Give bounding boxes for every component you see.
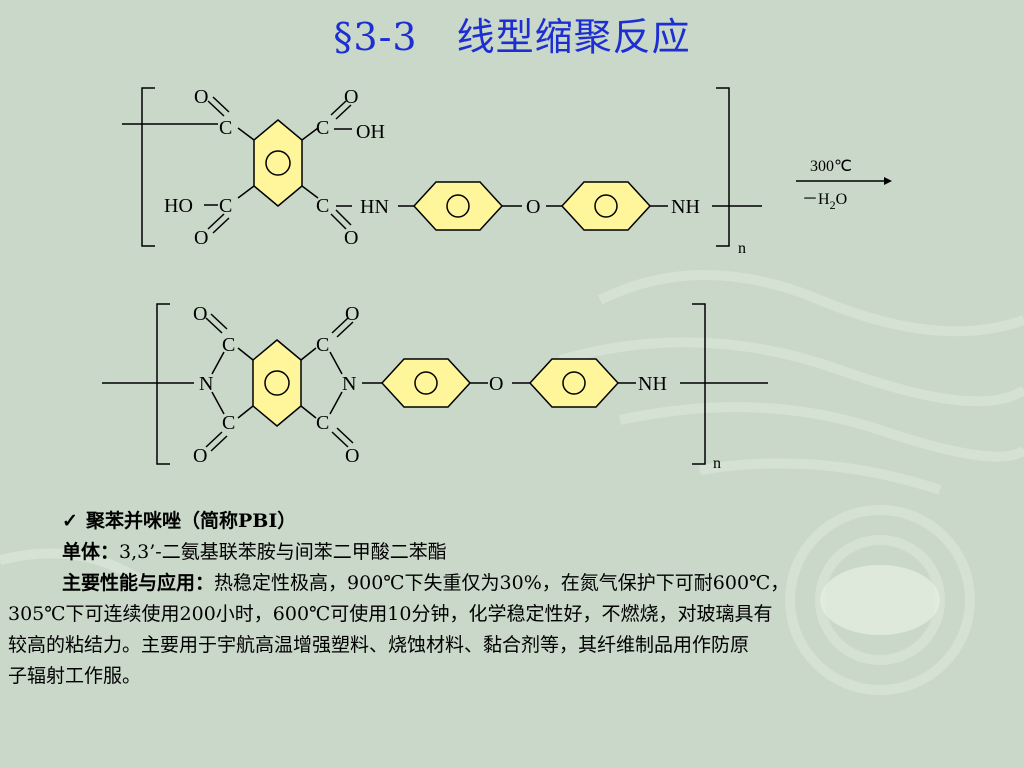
reaction-temperature: 300℃ [810,158,852,175]
svg-text:O: O [489,373,503,395]
svg-text:HN: HN [360,196,389,218]
performance-line-4: 子辐射工作服。 [8,665,142,687]
performance-line-2: 305℃下可连续使用200小时，600℃可使用10分钟，化学稳定性好，不燃烧，对… [8,603,773,625]
svg-text:OH: OH [356,121,385,143]
svg-text:O: O [344,227,358,249]
polyimide-structure [102,303,768,465]
svg-text:C: C [316,117,329,139]
svg-text:C: C [222,334,235,356]
svg-text:N: N [199,373,213,395]
structure1-labels: O C O C OH HO C O C O HN O NH n [164,86,746,257]
svg-text:N: N [342,373,356,395]
svg-text:O: O [344,86,358,108]
polyamic-acid-structure [122,87,762,247]
page-title: §3-3 线型缩聚反应 [333,15,691,59]
reaction-byproduct: －H2O [802,191,847,212]
bullet-heading: ✓ 聚苯并咪唑（简称PBI） [8,506,1016,537]
performance-line-1: 主要性能与应用：热稳定性极高，900℃下失重仅为30%，在氮气保护下可耐600℃… [62,572,790,594]
svg-text:O: O [526,196,540,218]
svg-text:O: O [193,303,207,325]
svg-text:NH: NH [671,196,700,218]
svg-text:C: C [219,117,232,139]
right-bracket-1 [716,87,730,247]
description-text: ✓ 聚苯并咪唑（简称PBI） 单体：3,3’-二氨基联苯胺与间苯二甲酸二苯酯 主要… [8,506,1016,692]
performance-label: 主要性能与应用： [62,572,215,594]
check-bullet-icon: ✓ [62,510,78,532]
svg-text:O: O [345,303,359,325]
svg-text:n: n [713,455,721,472]
left-bracket-1 [141,87,155,247]
reaction-arrow: 300℃ －H2O [796,158,892,212]
svg-text:NH: NH [638,373,667,395]
monomer-value: 3,3’-二氨基联苯胺与间苯二甲酸二苯酯 [119,541,447,563]
performance-line-3: 较高的粘结力。主要用于宇航高温增强塑料、烧蚀材料、黏合剂等，其纤维制品用作防原 [8,634,750,656]
svg-text:C: C [316,195,329,217]
reaction-diagram: O C O C OH HO C O C O HN O NH n 300℃ －H2… [102,86,892,472]
svg-text:C: C [316,412,329,434]
svg-text:HO: HO [164,195,193,217]
svg-text:C: C [219,195,232,217]
svg-text:O: O [345,445,359,467]
svg-text:n: n [738,240,746,257]
svg-text:C: C [222,412,235,434]
monomer-label: 单体： [62,541,120,563]
structure2-labels: O C O C N N C C O O O NH n [193,303,721,472]
svg-text:C: C [316,334,329,356]
svg-text:O: O [194,86,208,108]
bullet-title: 聚苯并咪唑（简称PBI） [86,510,297,532]
svg-text:O: O [194,227,208,249]
right-bracket-2 [692,303,706,465]
left-bracket-2 [156,303,170,465]
monomer-line: 单体：3,3’-二氨基联苯胺与间苯二甲酸二苯酯 [8,537,1016,568]
svg-text:O: O [193,445,207,467]
